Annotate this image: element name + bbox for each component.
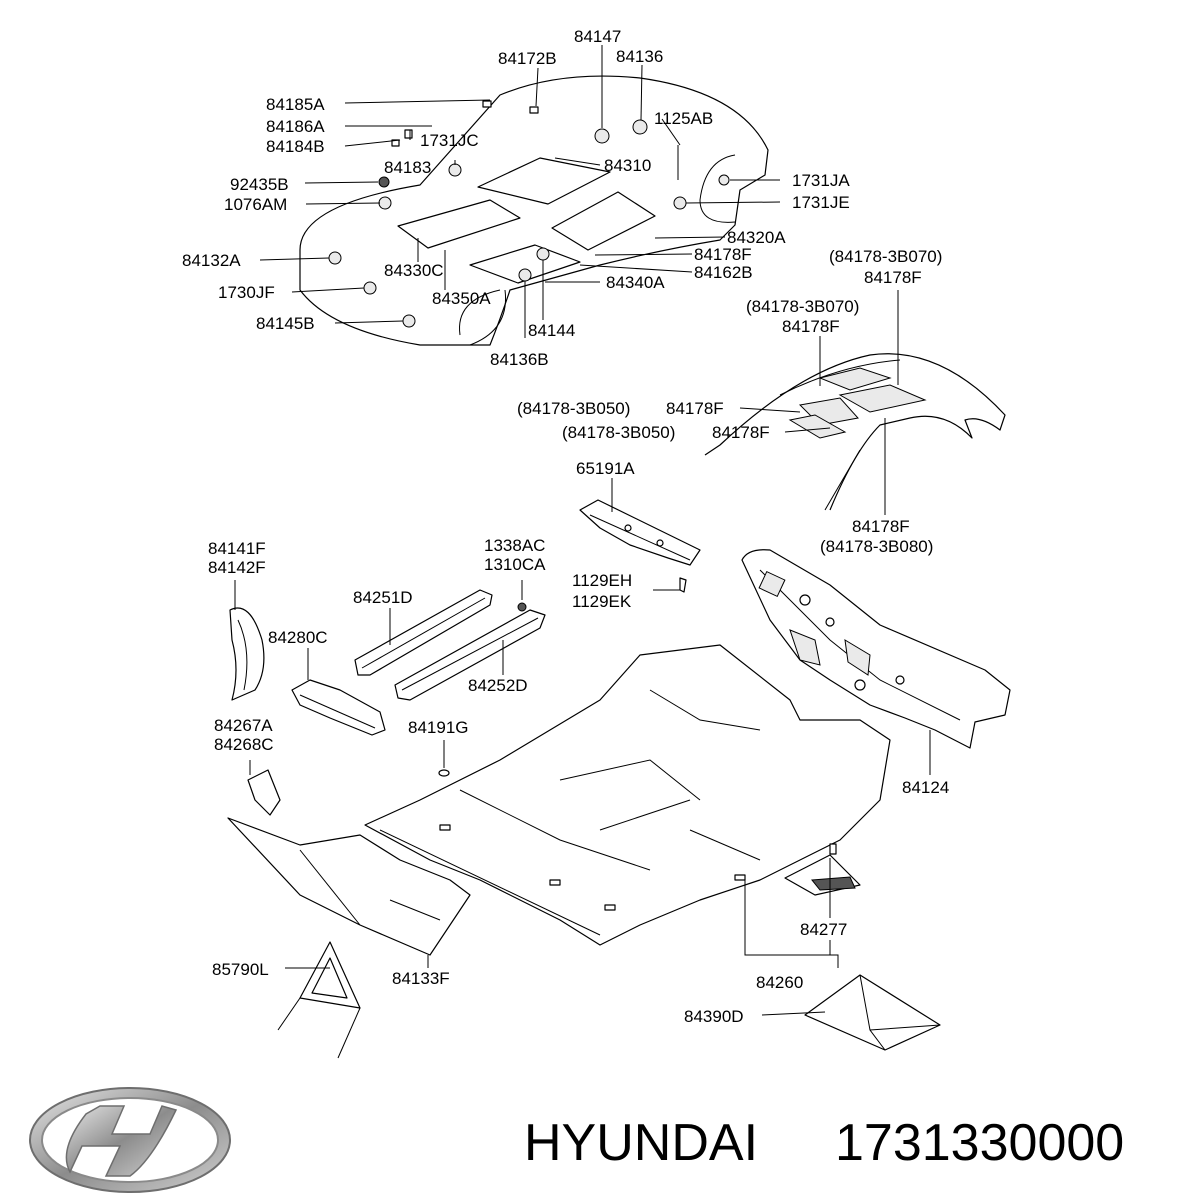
callout-84124: 84124 [902,778,949,797]
callout-84178F-c: 84178F [782,317,840,336]
callout-1731JA: 1731JA [792,171,850,190]
callout-85790L: 85790L [212,960,269,979]
callout-1730JF: 1730JF [218,283,275,302]
bracket-84280C [291,679,386,736]
callout-labels: 84147 84172B 84136 84185A 84186A 84184B … [182,27,949,1026]
callout-84178F-a: 84178F [694,245,752,264]
part-number: 1731330000 [835,1114,1124,1172]
callout-84136: 84136 [616,47,663,66]
callout-84141F: 84141F [208,539,266,558]
callout-84178F-b: 84178F [864,268,922,287]
hyundai-logo-icon [29,1087,231,1193]
callout-84162B: 84162B [694,263,753,282]
callout-84390D: 84390D [684,1007,744,1026]
callout-65191A: 65191A [576,459,635,478]
brand-name: HYUNDAI [524,1114,758,1172]
callout-84252D: 84252D [468,676,528,695]
callout-84310: 84310 [604,156,651,175]
callout-84144: 84144 [528,321,575,340]
callout-84191G: 84191G [408,718,469,737]
callout-84350A: 84350A [432,289,491,308]
callout-84132A: 84132A [182,251,241,270]
callout-92435B: 92435B [230,175,289,194]
callout-84186A: 84186A [266,117,325,136]
callout-84133F: 84133F [392,969,450,988]
callout-84178F-e: 84178F [712,423,770,442]
callout-84172B: 84172B [498,49,557,68]
callout-84178-3B050-a: (84178-3B050) [517,399,630,418]
callout-1129EH: 1129EH [572,571,632,590]
trim-84267A [247,769,281,816]
callout-84178F-d: 84178F [666,399,724,418]
callout-1076AM: 1076AM [224,195,287,214]
callout-84185A: 84185A [266,95,325,114]
dash-panel-84124 [741,549,1011,749]
rail-84251D [354,589,493,676]
callout-1310CA: 1310CA [484,555,546,574]
callout-84142F: 84142F [208,558,266,577]
underbody-pad-assembly [299,75,769,346]
callout-1129EK: 1129EK [572,592,632,611]
callout-1731JC: 1731JC [420,131,479,150]
warning-triangle-icon [277,941,361,1059]
carpet-84133F [227,817,471,956]
callout-1125AB: 1125AB [654,109,713,128]
callout-1338AC: 1338AC [484,536,545,555]
callout-84178F-f: 84178F [852,517,910,536]
callout-84178-3B070-a: (84178-3B070) [829,247,942,266]
roof-headliner [704,353,1006,511]
leader-lines [234,45,931,1016]
callout-84184B: 84184B [266,137,325,156]
callout-84178-3B080: (84178-3B080) [820,537,933,556]
cross-member-65191A [579,499,701,593]
callout-84280C: 84280C [268,628,328,647]
floor-pan [364,644,891,946]
callout-84178-3B050-b: (84178-3B050) [562,423,675,442]
floor-plate-84277 [784,843,861,896]
callout-84145B: 84145B [256,314,315,333]
rail-84252D [394,602,546,701]
callout-84267A: 84267A [214,716,273,735]
callout-84147: 84147 [574,27,621,46]
callout-84251D: 84251D [353,588,413,607]
callout-84183: 84183 [384,158,431,177]
pillar-trim-84141F [229,607,265,701]
callout-84268C: 84268C [214,735,274,754]
callout-84260: 84260 [756,973,803,992]
callout-84178-3B070-b: (84178-3B070) [746,297,859,316]
floor-mat-84390D [804,974,941,1051]
callout-84320A: 84320A [727,228,786,247]
callout-84340A: 84340A [606,273,665,292]
callout-84330C: 84330C [384,261,444,280]
callout-84136B: 84136B [490,350,549,369]
callout-1731JE: 1731JE [792,193,850,212]
callout-84277: 84277 [800,920,847,939]
